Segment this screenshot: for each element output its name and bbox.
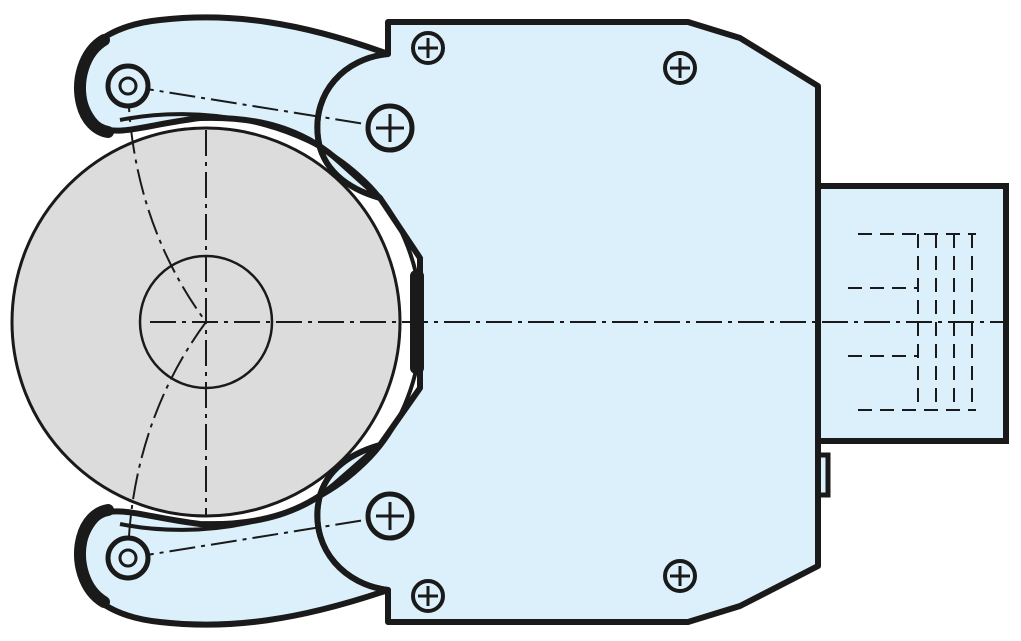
screw-icon [663, 559, 697, 593]
centerlines [127, 85, 1008, 559]
lower-pivot-icon [105, 535, 151, 581]
pivot-pin-icons [105, 63, 151, 581]
upper-jaw-tip [74, 34, 114, 138]
screw-icon [365, 103, 415, 153]
mounting-screw-icons [365, 31, 697, 613]
side-connector-block [809, 183, 1009, 498]
screw-icon [663, 51, 697, 85]
upper-pivot-icon [105, 63, 151, 109]
screw-icon [365, 491, 415, 541]
screw-icon [411, 31, 445, 65]
lower-jaw-tip [74, 504, 114, 608]
screw-icon [411, 579, 445, 613]
